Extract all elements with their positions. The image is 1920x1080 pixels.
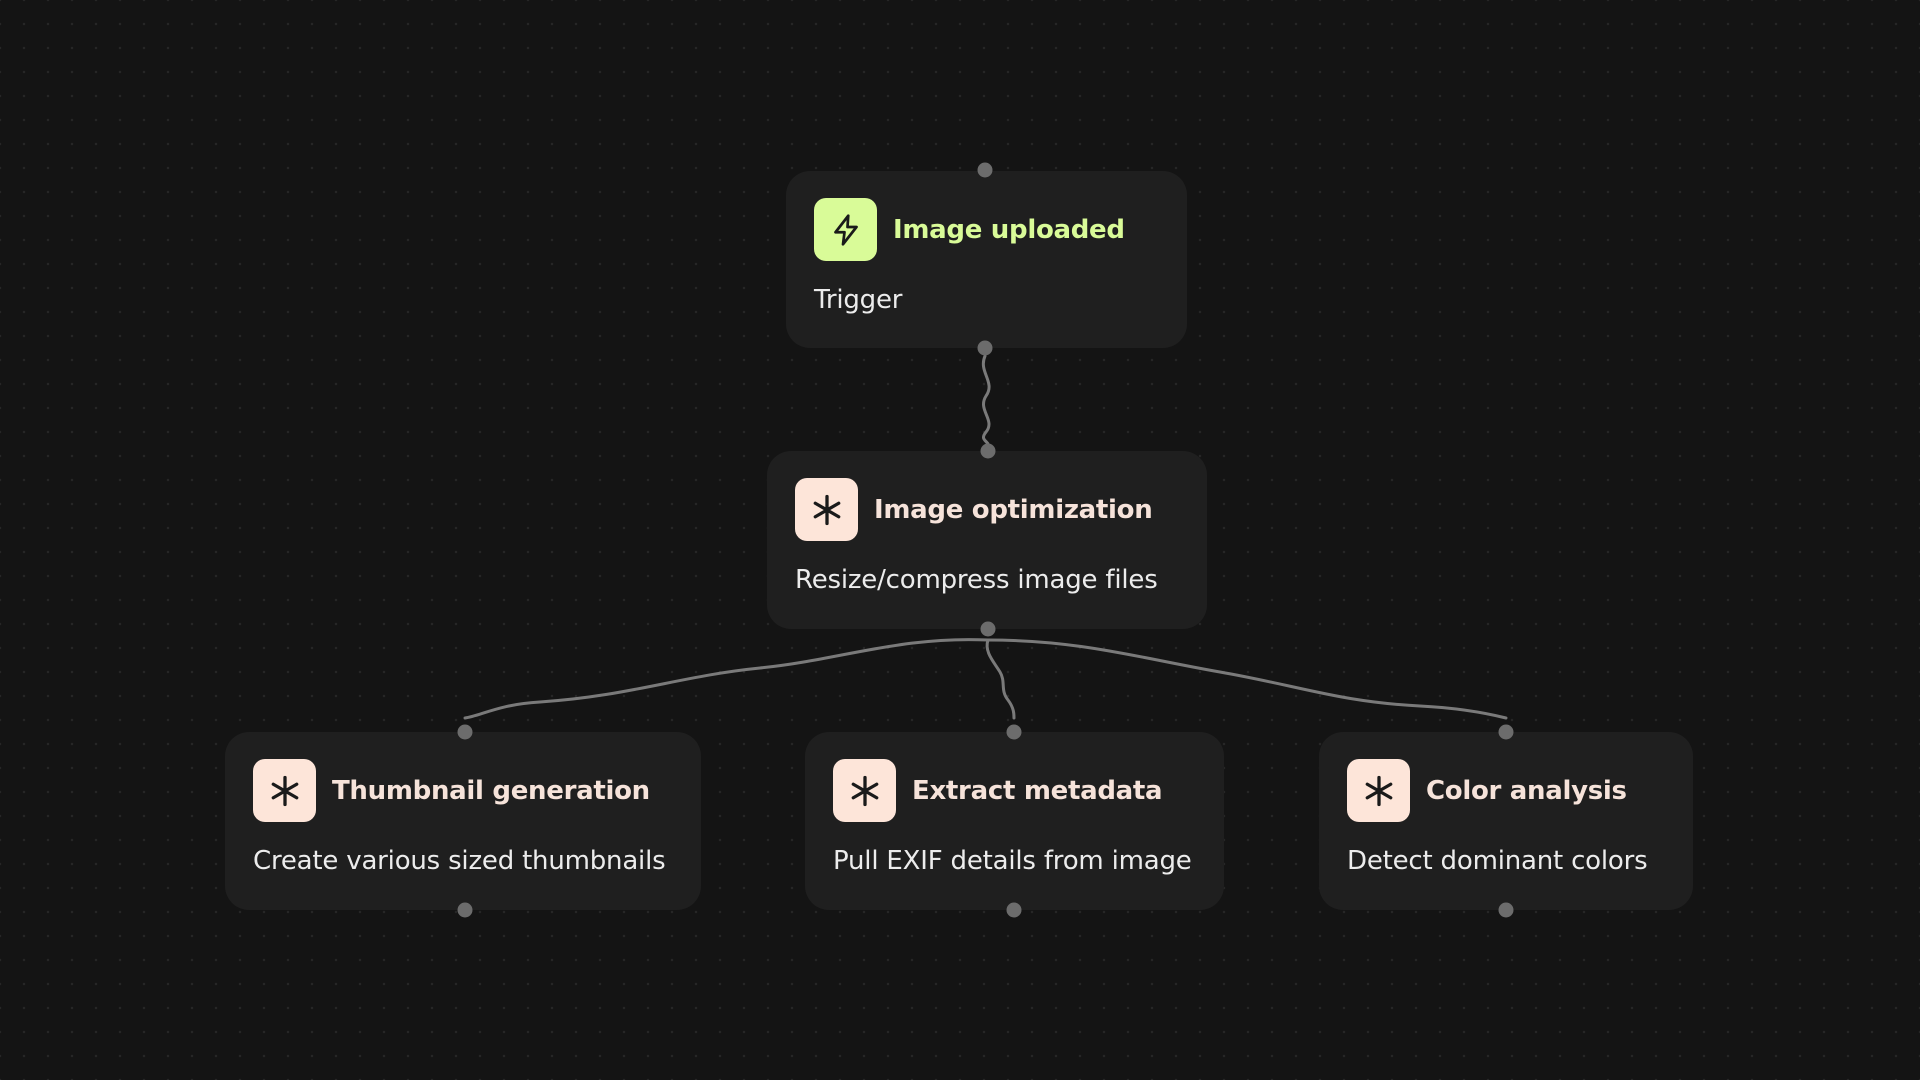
input-port[interactable] (977, 162, 993, 178)
edge-optimization-to-color[interactable] (986, 638, 1508, 720)
node-image-uploaded[interactable]: Image uploaded Trigger (786, 171, 1187, 348)
node-title: Extract metadata (912, 775, 1163, 806)
node-subtitle: Pull EXIF details from image (833, 846, 1192, 876)
edge-uploaded-to-optimization[interactable] (981, 354, 991, 452)
node-subtitle: Create various sized thumbnails (253, 846, 666, 876)
node-color-analysis[interactable]: Color analysis Detect dominant colors (1319, 732, 1693, 910)
edge-optimization-to-metadata[interactable] (985, 638, 1016, 720)
asterisk-icon (1347, 759, 1410, 822)
input-port[interactable] (1006, 724, 1022, 740)
output-port[interactable] (457, 902, 473, 918)
node-subtitle: Trigger (814, 285, 903, 315)
asterisk-icon (833, 759, 896, 822)
output-port[interactable] (1498, 902, 1514, 918)
node-subtitle: Detect dominant colors (1347, 846, 1648, 876)
node-title: Image uploaded (893, 214, 1125, 245)
asterisk-icon (253, 759, 316, 822)
node-extract-metadata[interactable]: Extract metadata Pull EXIF details from … (805, 732, 1224, 910)
input-port[interactable] (1498, 724, 1514, 740)
node-title: Color analysis (1426, 775, 1627, 806)
asterisk-icon (795, 478, 858, 541)
output-port[interactable] (1006, 902, 1022, 918)
output-port[interactable] (977, 340, 993, 356)
node-title: Thumbnail generation (332, 775, 650, 806)
lightning-icon (814, 198, 877, 261)
input-port[interactable] (980, 443, 996, 459)
output-port[interactable] (980, 621, 996, 637)
node-subtitle: Resize/compress image files (795, 565, 1158, 595)
edge-optimization-to-thumbnail[interactable] (463, 638, 990, 720)
node-thumbnail-generation[interactable]: Thumbnail generation Create various size… (225, 732, 701, 910)
node-title: Image optimization (874, 494, 1153, 525)
node-image-optimization[interactable]: Image optimization Resize/compress image… (767, 451, 1207, 629)
input-port[interactable] (457, 724, 473, 740)
